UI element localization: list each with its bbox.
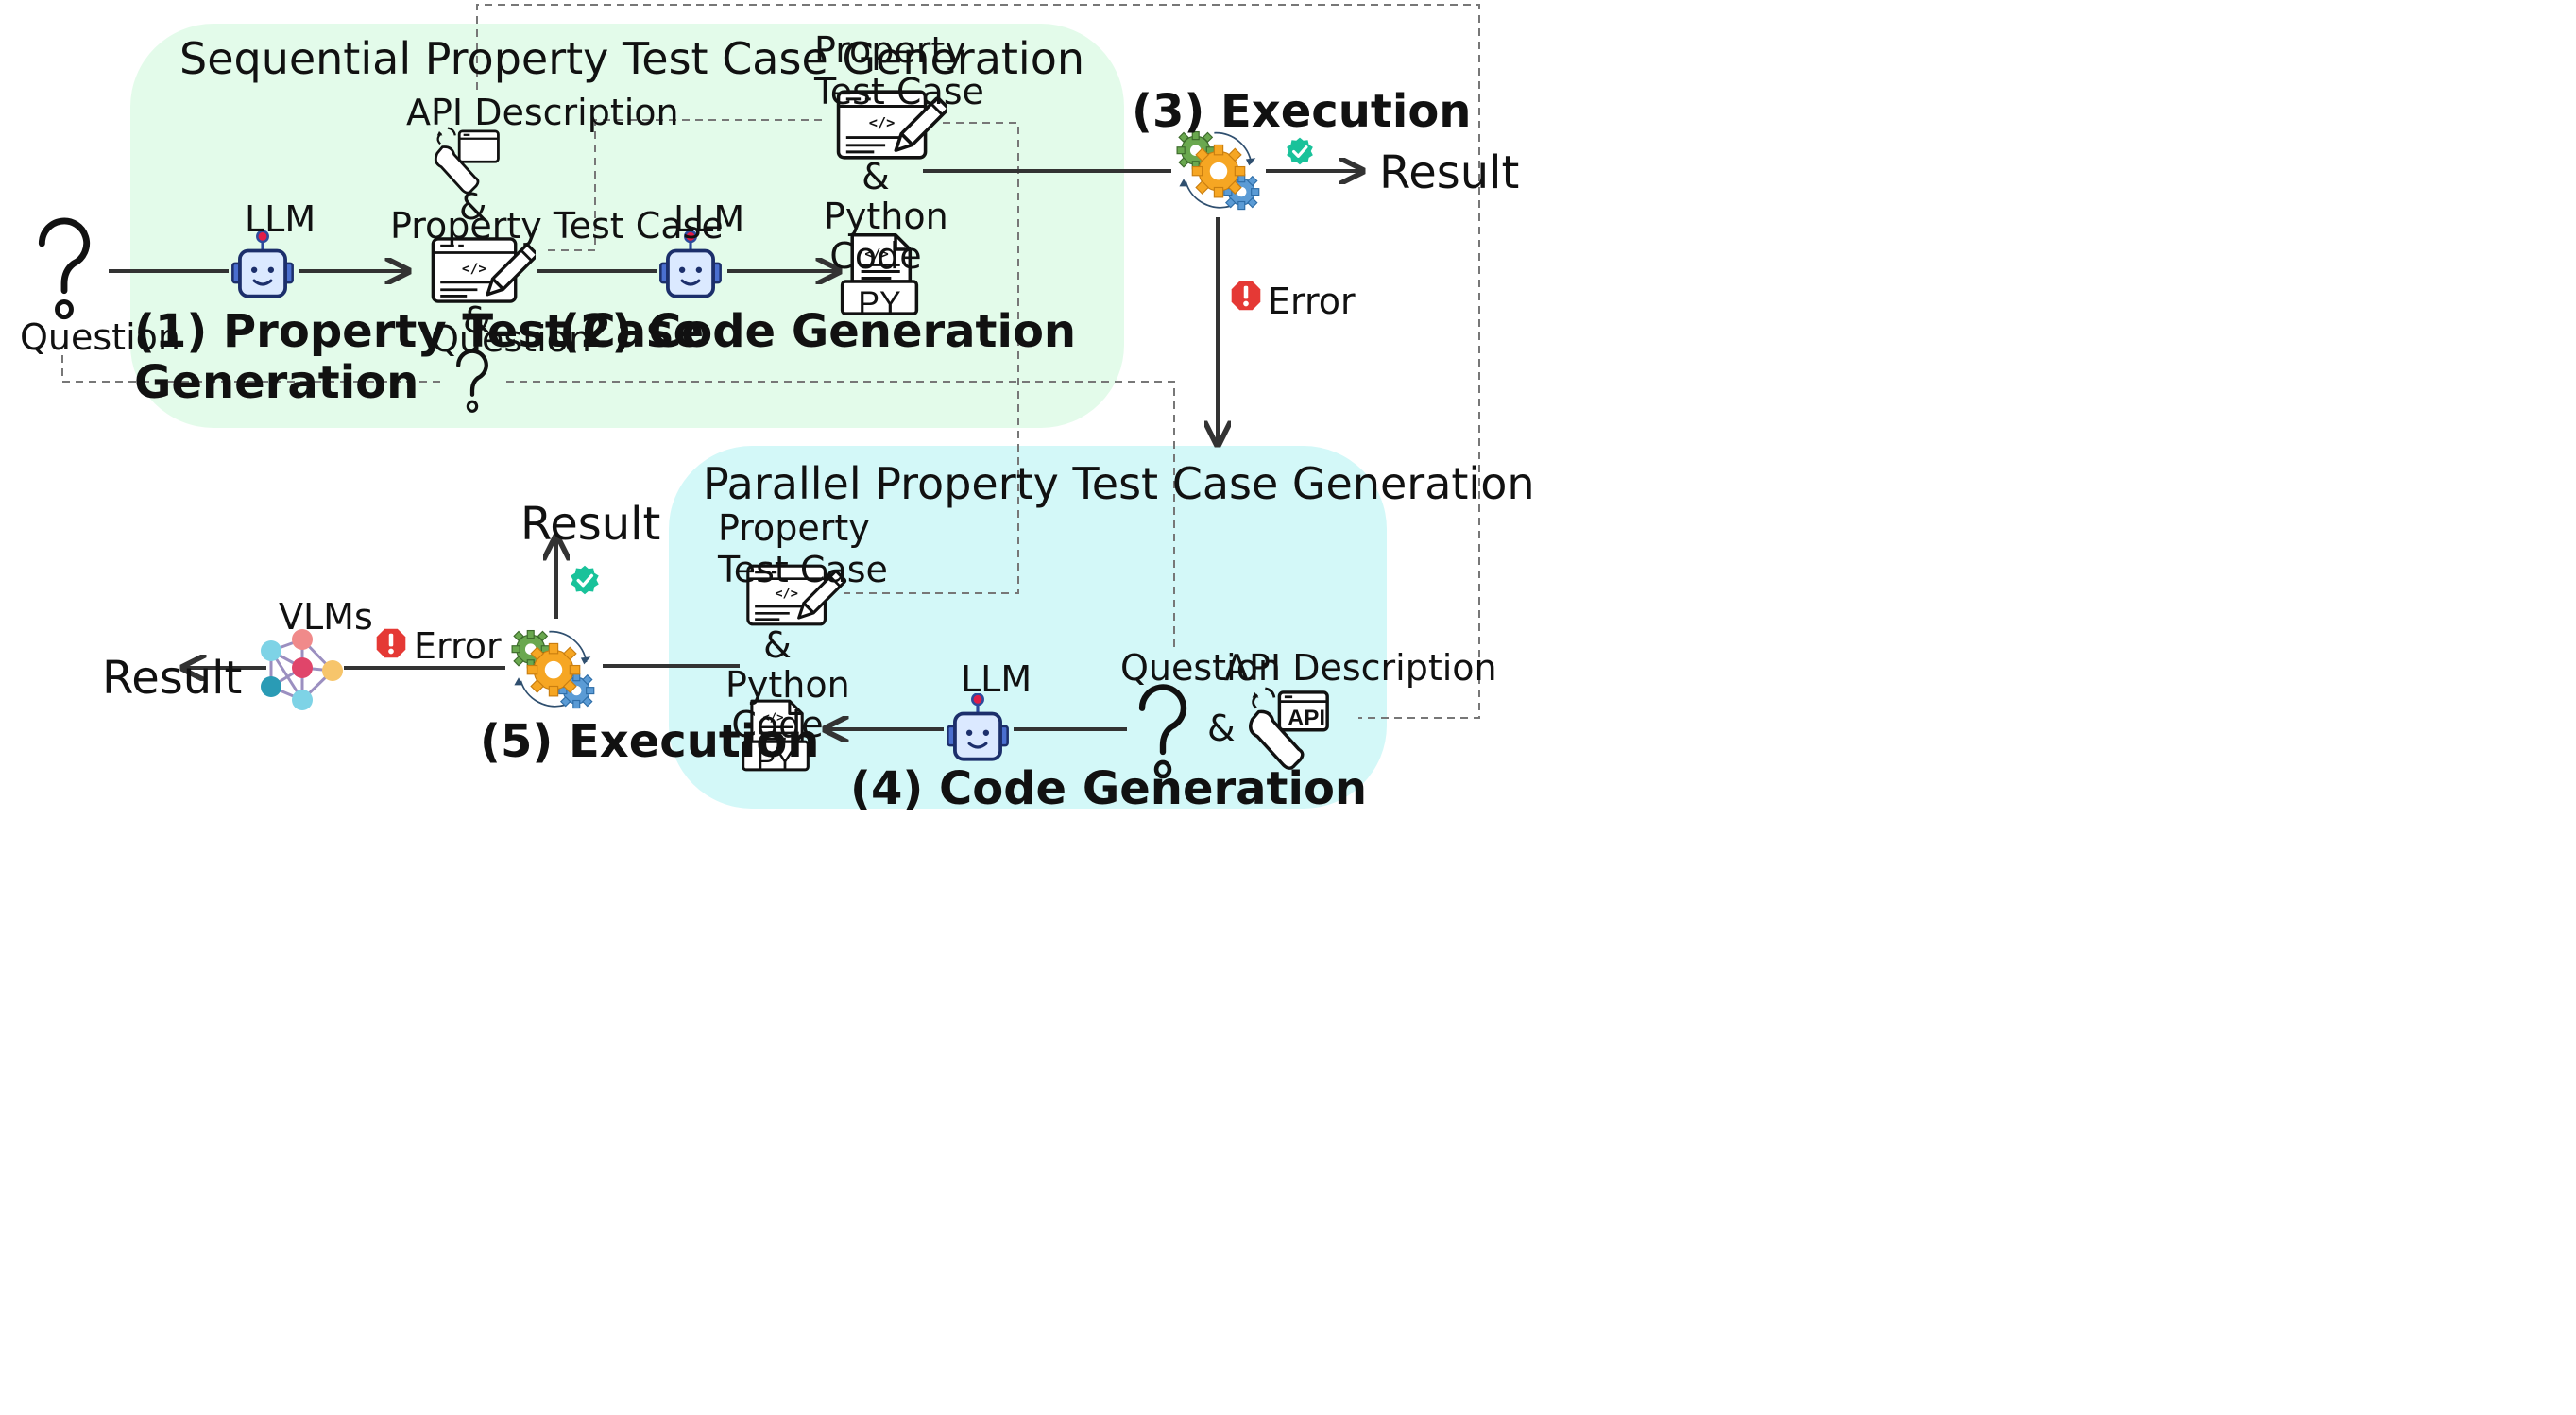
ampersand: &: [1207, 708, 1236, 749]
step3-title: (3) Execution: [1132, 85, 1472, 138]
property-test-case-label: Property Test Case: [814, 29, 984, 112]
label-line: Property: [814, 29, 966, 71]
step1-line1: (1) Property Test Case: [134, 308, 704, 356]
success-check-icon: [569, 564, 601, 596]
sequential-region-title: Sequential Property Test Case Generation: [179, 33, 1085, 84]
py-file-text: PY: [858, 285, 900, 321]
ampersand: &: [463, 299, 491, 341]
error-icon: [376, 628, 406, 658]
execution-gears-icon: [511, 629, 595, 709]
question-label: Question: [1120, 647, 1281, 689]
step1-line2: Generation: [134, 356, 419, 410]
api-description-label: API Description: [1224, 647, 1497, 689]
success-check-icon: [1285, 136, 1315, 166]
question-label: Question: [431, 318, 591, 360]
step1-title: (1) Property Test Case Generation: [134, 308, 704, 410]
label-line: Property: [718, 507, 870, 549]
label-line: Test Case: [814, 70, 984, 112]
label-line: Code: [731, 703, 824, 745]
flow-arrows: [109, 171, 1360, 729]
label-line: Code: [829, 234, 922, 277]
llm-label: LLM: [245, 198, 316, 240]
python-code-label: & Python Code: [725, 624, 850, 745]
llm-label: LLM: [674, 198, 745, 240]
error-label: Error: [414, 625, 502, 667]
label-line: Python: [725, 663, 850, 706]
api-icon-text: API: [1288, 706, 1325, 731]
question-label: Question: [20, 316, 180, 358]
vlms-network-icon: [261, 629, 343, 710]
parallel-region-title: Parallel Property Test Case Generation: [703, 458, 1535, 509]
step2-title: (2) Code Generation: [559, 305, 1077, 358]
py-file-text: PY: [757, 745, 794, 776]
python-code-label: & Python Code: [824, 156, 948, 277]
error-icon: [1231, 281, 1261, 311]
ampersand: &: [763, 624, 792, 666]
step4-title: (4) Code Generation: [850, 762, 1368, 815]
result-label: Result: [102, 652, 243, 705]
llm-label: LLM: [961, 658, 1032, 700]
ampersand: &: [862, 156, 890, 197]
step5-title: (5) Execution: [480, 715, 820, 768]
label-line: Python: [824, 195, 948, 237]
dashed-connectors: [61, 4, 1480, 719]
label-line: Test Case: [718, 548, 888, 590]
result-label: Result: [520, 498, 661, 551]
question-mark-icon: [42, 221, 86, 317]
property-test-case-label: Property Test Case: [718, 507, 888, 590]
ampersand: &: [459, 186, 487, 228]
execution-gears-icon: [1176, 130, 1260, 211]
error-label: Error: [1268, 281, 1356, 322]
result-label: Result: [1379, 146, 1520, 199]
api-description-label: API Description: [406, 92, 679, 133]
vlms-label: VLMs: [279, 596, 373, 638]
property-test-case-label: Property Test Case: [390, 205, 724, 247]
